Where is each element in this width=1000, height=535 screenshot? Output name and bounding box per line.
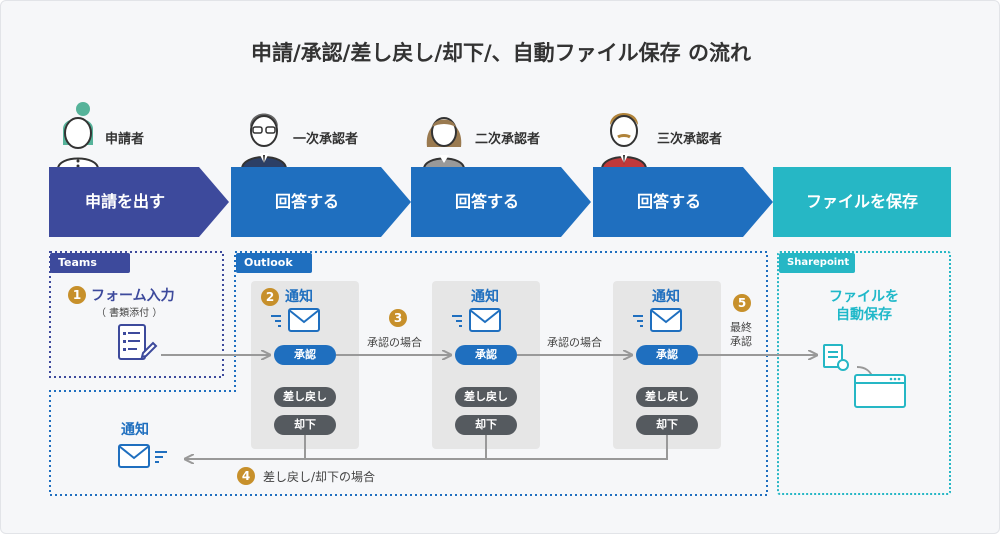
step-apply: 申請を出す — [49, 167, 229, 237]
approve-button[interactable]: 承認 — [636, 345, 698, 365]
role-first-approver: 一次承認者 — [293, 132, 359, 147]
attach-document-label: （ 書類添付 ） — [96, 308, 163, 319]
step-label: 回答する — [274, 192, 339, 211]
step-save-file: ファイルを保存 — [773, 167, 951, 237]
approved-label-2: 承認の場合 — [547, 336, 602, 349]
notify-label: 通知 — [285, 289, 313, 305]
step-label: 申請を出す — [84, 192, 165, 211]
sharepoint-zone-tag: Sharepoint — [779, 253, 855, 273]
step-answer-3: 回答する — [593, 167, 773, 237]
step-arrow-shape — [411, 167, 591, 237]
step-label: 回答する — [636, 192, 701, 211]
form-document-icon — [118, 324, 158, 360]
teams-zone-tag: Teams — [50, 253, 130, 273]
page-title: 申請/承認/差し戻し/却下/、自動ファイル保存 の流れ — [251, 41, 751, 65]
approve-button[interactable]: 承認 — [274, 345, 336, 365]
role-second-approver: 二次承認者 — [475, 132, 541, 147]
step-label: 回答する — [454, 192, 519, 211]
step-answer-2: 回答する — [411, 167, 591, 237]
reject-button[interactable]: 却下 — [636, 415, 698, 435]
sharepoint-zone — [777, 251, 951, 495]
return-label: 差し戻し/却下の場合 — [263, 470, 376, 484]
mail-icon — [633, 308, 682, 332]
approve-button[interactable]: 承認 — [455, 345, 517, 365]
step-number-5: 5 — [733, 294, 751, 312]
sharepoint-line-1: ファイルを — [829, 289, 899, 305]
mail-icon — [271, 308, 320, 332]
third-approver-avatar-icon — [600, 113, 648, 169]
applicant-avatar-icon — [56, 102, 100, 169]
reject-button[interactable]: 却下 — [274, 415, 336, 435]
step-arrow-shape — [231, 167, 411, 237]
remand-button[interactable]: 差し戻し — [455, 387, 517, 407]
return-notify-label: 通知 — [121, 422, 149, 438]
attached-file-icon — [823, 344, 849, 371]
role-third-approver: 三次承認者 — [657, 132, 723, 147]
teams-outlook-zone-border — [49, 251, 768, 496]
step-answer-1: 回答する — [231, 167, 411, 237]
outlook-zone-tag: Outlook — [236, 253, 312, 273]
final-approval-label-2: 承認 — [730, 335, 752, 348]
step-label: ファイルを保存 — [805, 192, 918, 211]
step-number-3: 3 — [389, 309, 407, 327]
remand-button[interactable]: 差し戻し — [274, 387, 336, 407]
sharepoint-line-2: 自動保存 — [836, 307, 892, 323]
step-number-2: 2 — [261, 288, 279, 306]
role-applicant: 申請者 — [105, 132, 145, 147]
step-number-4: 4 — [237, 467, 255, 485]
browser-window-icon — [854, 366, 906, 408]
remand-button[interactable]: 差し戻し — [636, 387, 698, 407]
notify-label: 通知 — [652, 289, 680, 305]
notify-label: 通知 — [471, 289, 499, 305]
form-input-label: フォーム入力 — [91, 288, 175, 304]
step-arrow-shape — [593, 167, 773, 237]
return-mail-icon — [118, 444, 167, 468]
final-approval-label-1: 最終 — [730, 321, 752, 334]
approved-label-1: 承認の場合 — [367, 336, 422, 349]
second-approver-avatar-icon — [422, 117, 466, 169]
step-number-1: 1 — [68, 286, 86, 304]
step-arrow-shape — [49, 167, 229, 237]
reject-button[interactable]: 却下 — [455, 415, 517, 435]
mail-icon — [452, 308, 501, 332]
